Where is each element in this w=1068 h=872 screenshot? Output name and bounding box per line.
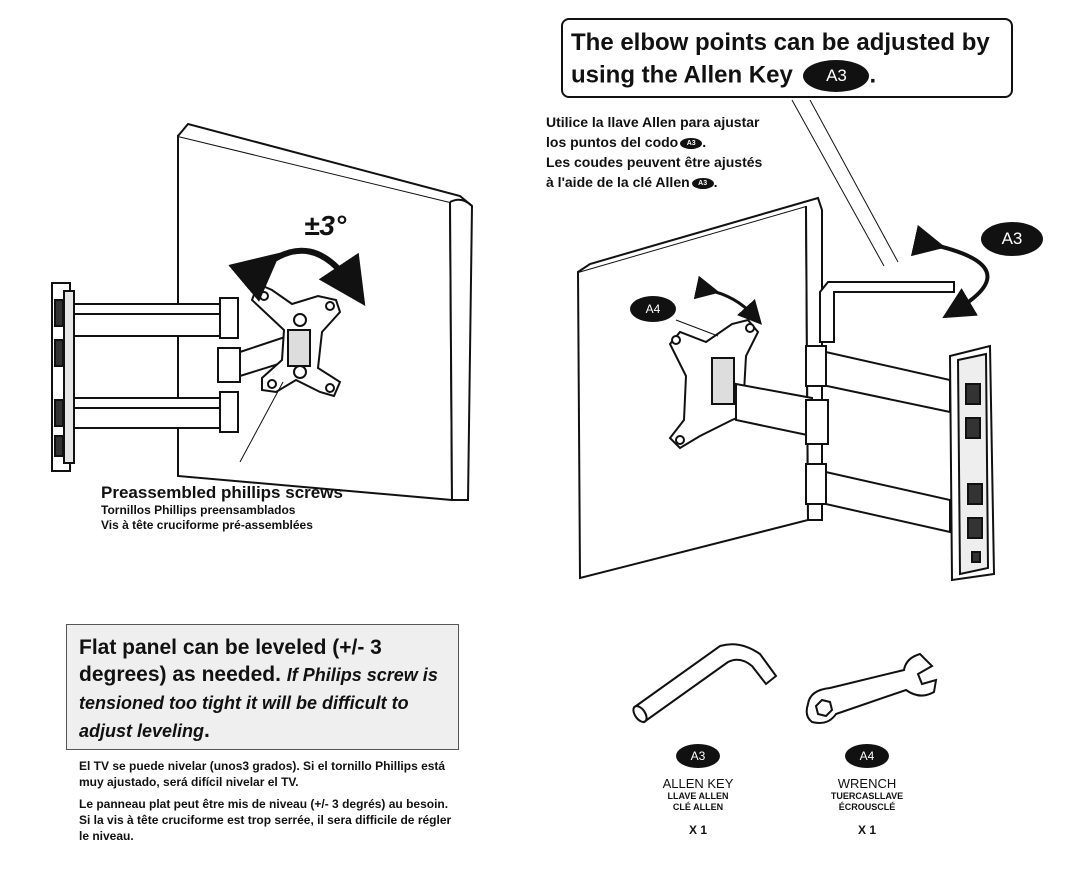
left-tilt-arrow: [228, 247, 366, 306]
callout-text: using the Allen Key: [571, 61, 793, 89]
tool-allen-key: A3 ALLEN KEY LLAVE ALLEN CLÉ ALLEN X 1: [648, 744, 748, 837]
tool-wrench: A4 WRENCH TUERCASLLAVE ÉCROUSCLÉ X 1: [817, 744, 917, 837]
tool-qty: X 1: [688, 823, 707, 837]
wrench-tool: [805, 652, 938, 724]
callout-line-2: using the Allen Key A3.: [571, 60, 876, 92]
right-arm-bottom: [805, 463, 951, 534]
callout-end: .: [869, 61, 877, 89]
callout-line-1: The elbow points can be adjusted by: [571, 29, 990, 56]
allen-key-callout: The elbow points can be adjusted by usin…: [561, 18, 1013, 98]
left-arm-top: [73, 297, 239, 339]
preassembled-fr: Vis à tête cruciforme pré-assemblées: [101, 518, 313, 532]
fr-line-1: Les coudes peuvent être ajustés: [546, 154, 763, 170]
tool-name-fr: ÉCROUSCLÉ: [838, 802, 896, 812]
leveling-note: Flat panel can be leveled (+/- 3 degrees…: [79, 636, 438, 742]
tool-name: WRENCH: [837, 776, 897, 791]
right-arm-top: [805, 345, 951, 414]
tool-badge-a4: A4: [845, 744, 889, 768]
tool-name: ALLEN KEY: [662, 776, 734, 791]
tool-badge-a3: A3: [676, 744, 720, 768]
right-tilt-arrow: [693, 275, 763, 325]
preassembled-en: Preassembled phillips screws: [101, 483, 343, 502]
screws-leader: [239, 381, 284, 463]
a4-leader: [675, 319, 719, 337]
mini-badge-es: A3: [680, 137, 703, 149]
tool-name-fr: CLÉ ALLEN: [672, 802, 724, 812]
leveling-note-es: El TV se puede nivelar (unos3 grados). S…: [79, 759, 446, 789]
left-wall-plate: [51, 282, 75, 472]
es-line-1: Utilice la llave Allen para ajustar: [546, 114, 760, 130]
right-wall-plate: [948, 344, 996, 582]
preassembled-es: Tornillos Phillips preensamblados: [101, 503, 296, 517]
preassembled-label: Preassembled phillips screws Tornillos P…: [101, 483, 343, 533]
callout-pointer-2: [809, 99, 899, 263]
allen-key-in-elbow: [819, 281, 955, 343]
a3-rotation-badge: A3: [981, 222, 1043, 256]
left-arm-bottom: [73, 391, 239, 433]
leveling-note-box: Flat panel can be leveled (+/- 3 degrees…: [66, 624, 459, 750]
leveling-note-fr: Le panneau plat peut être mis de niveau …: [79, 797, 452, 843]
a4-plate-badge: A4: [630, 296, 676, 322]
tool-qty: X 1: [857, 823, 876, 837]
multilingual-instructions: Utilice la llave Allen para ajustar los …: [546, 112, 762, 192]
tool-name-es: TUERCASLLAVE: [830, 791, 904, 801]
right-arm-middle: [735, 382, 829, 445]
callout-badge: A3: [803, 60, 870, 92]
tool-name-es: LLAVE ALLEN: [667, 791, 729, 801]
allen-key-tool: [632, 643, 778, 724]
callout-pointer-1: [791, 99, 885, 267]
tilt-label: ±3°: [304, 210, 347, 241]
leveling-warning: If Philips screw is tensioned too tight …: [79, 665, 438, 741]
mini-badge-fr: A3: [691, 177, 714, 189]
right-rotation-arrow: [910, 224, 990, 319]
